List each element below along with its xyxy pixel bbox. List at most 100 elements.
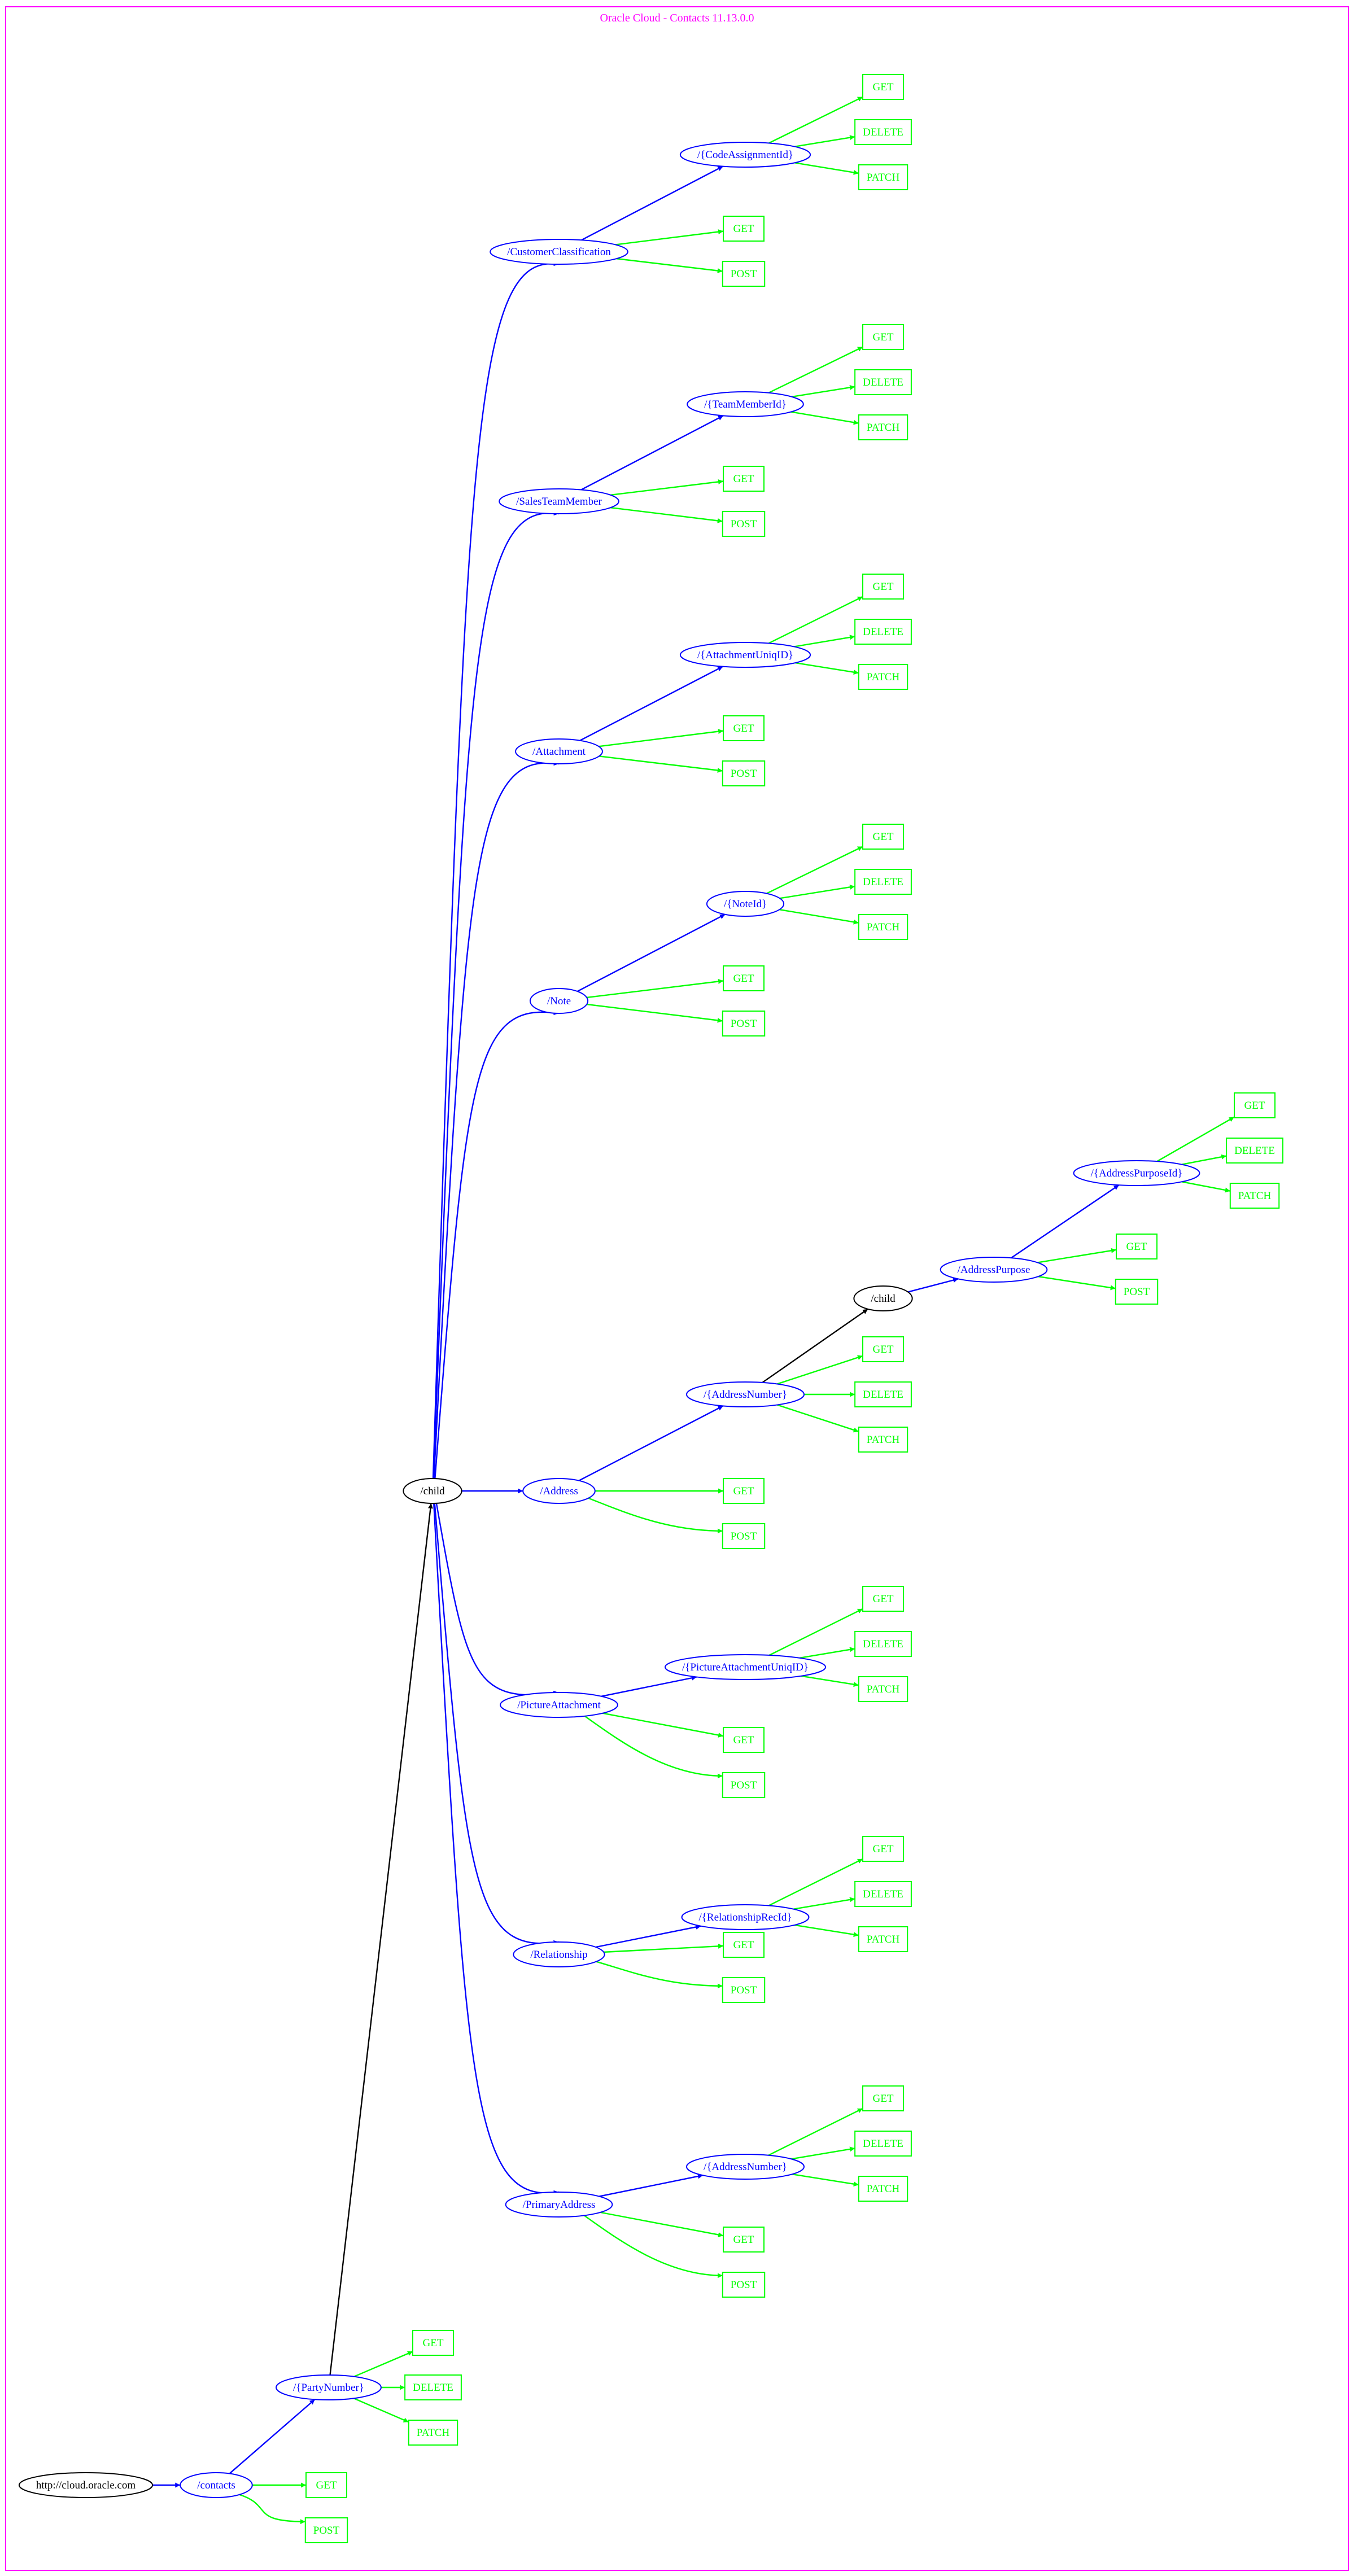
node-shape: [862, 1836, 904, 1862]
node-label: /{PartyNumber}: [293, 2382, 364, 2394]
method-node-addr-id-delete: DELETE: [854, 1381, 912, 1407]
edge-party-to-party_get: [353, 2351, 413, 2377]
node-shape: [854, 869, 912, 895]
method-node-stm-get: GET: [723, 466, 765, 492]
edge-cc_id-to-cc_id_patch: [794, 162, 859, 175]
edge-rel-to-rel_post: [596, 1961, 723, 1989]
method-node-contacts-post: POST: [304, 2517, 348, 2543]
node-label: GET: [873, 1344, 894, 1355]
node-label: DELETE: [863, 2138, 903, 2150]
node-label: GET: [423, 2337, 444, 2349]
method-node-cc-id-get: GET: [862, 74, 904, 100]
node-shape: [687, 391, 804, 417]
node-shape: [858, 914, 909, 940]
node-label: GET: [733, 1734, 754, 1746]
node-label: GET: [873, 1593, 894, 1605]
node-label: DELETE: [863, 1888, 903, 1900]
method-node-stm-id-patch: PATCH: [858, 414, 909, 440]
edge-stm-to-stm_id: [580, 415, 724, 491]
node-label: /child: [420, 1485, 445, 1497]
resource-node-note: /Note: [529, 988, 589, 1014]
method-node-party-patch: PATCH: [408, 2420, 458, 2446]
method-node-note-id-get: GET: [862, 824, 904, 850]
node-label: POST: [731, 2279, 757, 2291]
resource-node-pad-id: /{AddressNumber}: [685, 2154, 805, 2180]
edge-note_id-to-note_id_get: [766, 846, 863, 894]
edges-layer: [152, 96, 1235, 2525]
edge-ap-to-ap_post: [1038, 1275, 1116, 1291]
node-shape: [304, 2517, 348, 2543]
node-label: PATCH: [867, 921, 900, 933]
node-label: DELETE: [1234, 1145, 1275, 1157]
method-node-att-get: GET: [723, 715, 765, 741]
node-label: /{AddressNumber}: [704, 1389, 787, 1401]
node-shape: [685, 2154, 805, 2180]
edge-addr_id-to-addr_child: [762, 1308, 868, 1383]
node-label: /AddressPurpose: [958, 1264, 1030, 1276]
node-label: /{TeamMemberId}: [704, 399, 787, 410]
resource-node-ap: /AddressPurpose: [940, 1257, 1048, 1283]
edge-contacts-to-contacts_post: [239, 2494, 305, 2525]
node-shape: [1073, 1160, 1200, 1186]
node-shape: [723, 216, 765, 242]
node-shape: [858, 1926, 909, 1952]
resource-node-child: /child: [403, 1478, 462, 1504]
method-node-ap-id-patch: PATCH: [1229, 1183, 1280, 1209]
node-label: /CustomerClassification: [507, 246, 611, 258]
node-shape: [408, 2420, 458, 2446]
node-label: DELETE: [863, 377, 903, 388]
node-shape: [862, 2085, 904, 2111]
resource-node-stm-id: /{TeamMemberId}: [687, 391, 804, 417]
method-node-pa-get: GET: [723, 1727, 765, 1753]
edge-note_id-to-note_id_delete: [779, 884, 855, 899]
node-label: DELETE: [863, 876, 903, 888]
method-node-addr-id-get: GET: [862, 1336, 904, 1362]
node-label: GET: [733, 1939, 754, 1951]
method-node-pa-id-get: GET: [862, 1586, 904, 1612]
node-label: PATCH: [867, 172, 900, 183]
node-shape: [854, 1881, 912, 1907]
node-shape: [1116, 1234, 1158, 1259]
method-node-att-id-patch: PATCH: [858, 664, 909, 690]
edge-child-to-pad: [433, 1503, 559, 2195]
resource-node-note-id: /{NoteId}: [706, 891, 785, 917]
edge-pad_id-to-pad_id_delete: [791, 2146, 855, 2160]
method-node-addr-get: GET: [723, 1478, 765, 1504]
node-shape: [404, 2374, 462, 2400]
resource-node-pa: /PictureAttachment: [500, 1692, 618, 1718]
node-shape: [490, 239, 628, 265]
node-shape: [862, 324, 904, 350]
resource-node-att-id: /{AttachmentUniqID}: [679, 642, 811, 668]
node-label: /contacts: [197, 2479, 235, 2491]
edge-cc-to-cc_id: [581, 165, 723, 241]
node-label: DELETE: [863, 1638, 903, 1650]
resource-node-ap-id: /{AddressPurposeId}: [1073, 1160, 1200, 1186]
node-shape: [858, 1427, 909, 1453]
node-label: GET: [733, 223, 754, 235]
method-node-pa-id-delete: DELETE: [854, 1631, 912, 1657]
edge-rel-to-rel_get: [604, 1943, 724, 1953]
node-shape: [854, 1381, 912, 1407]
node-shape: [499, 488, 619, 514]
node-shape: [723, 1478, 765, 1504]
node-label: POST: [731, 268, 757, 280]
method-node-pa-id-patch: PATCH: [858, 1676, 909, 1702]
method-node-party-delete: DELETE: [404, 2374, 462, 2400]
edge-addr-to-addr_post: [588, 1497, 723, 1534]
edge-stm_id-to-stm_id_delete: [792, 384, 855, 398]
edge-rel_id-to-rel_id_delete: [793, 1897, 855, 1910]
node-label: /{PictureAttachmentUniqID}: [682, 1661, 809, 1673]
node-shape: [723, 1727, 765, 1753]
node-shape: [723, 2227, 765, 2253]
method-node-pad-id-get: GET: [862, 2085, 904, 2111]
method-node-ap-get: GET: [1116, 1234, 1158, 1259]
node-shape: [403, 1478, 462, 1504]
edge-party-to-child: [329, 1503, 433, 2376]
resource-node-contacts: /contacts: [180, 2472, 253, 2498]
edge-note-to-note_get: [587, 979, 724, 999]
node-label: GET: [733, 723, 754, 734]
edge-child-to-stm: [433, 510, 560, 1479]
method-node-addr-id-patch: PATCH: [858, 1427, 909, 1453]
